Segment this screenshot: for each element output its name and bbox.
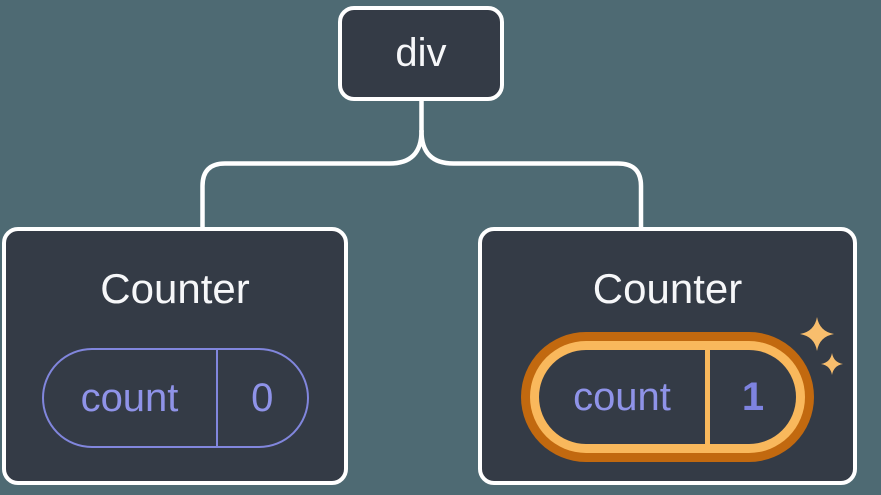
state-pill-divider	[215, 350, 218, 446]
state-key-label: count	[573, 374, 671, 419]
state-value: 1	[741, 374, 765, 419]
root-node-label: div	[395, 31, 447, 75]
state-highlight-ring-inner: count 1	[530, 341, 805, 453]
root-node: div	[338, 6, 504, 101]
state-pill: count 0	[41, 348, 309, 448]
counter-card-left: Counter count 0	[2, 227, 348, 485]
state-pill-divider	[705, 350, 710, 444]
state-highlight-ring: count 1	[521, 332, 814, 462]
counter-title: Counter	[100, 265, 250, 312]
counter-title: Counter	[592, 265, 743, 312]
state-pill: count 1	[539, 350, 796, 444]
counter-card-right: Counter count 1	[478, 227, 857, 485]
sparkles-icon	[800, 317, 843, 375]
state-key-label: count	[80, 375, 179, 420]
state-value: 0	[251, 375, 274, 420]
